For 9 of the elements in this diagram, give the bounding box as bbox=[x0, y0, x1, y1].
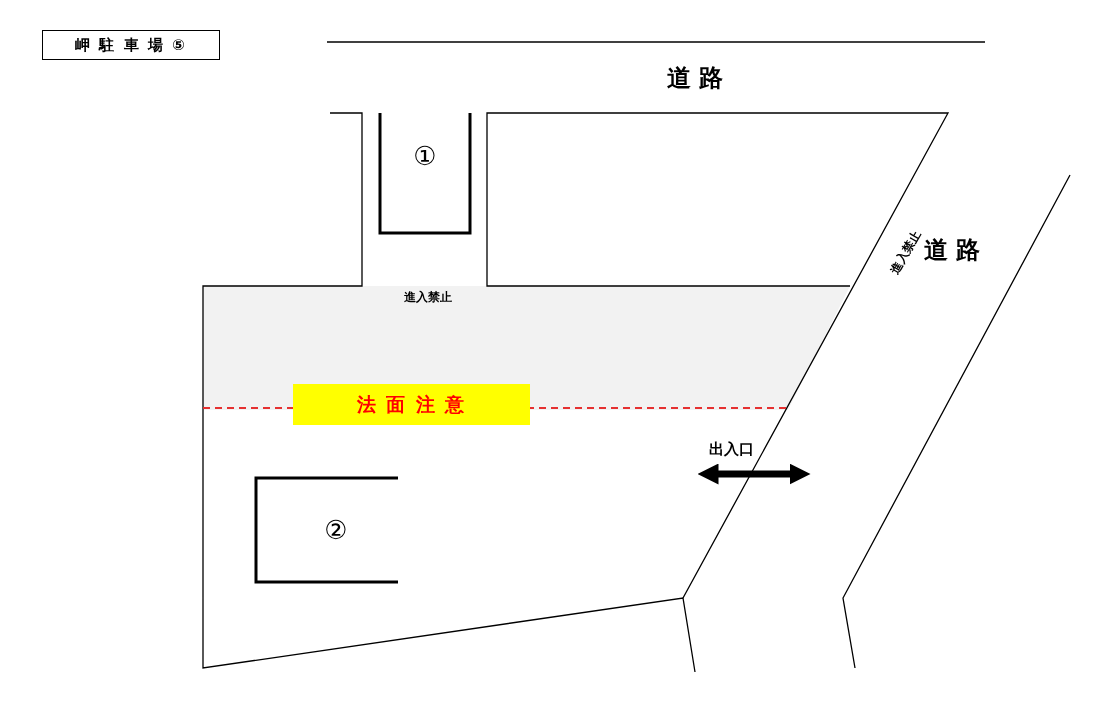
road-label: 道 路 bbox=[666, 66, 724, 90]
no-entry-label: 進入禁止 bbox=[888, 228, 924, 276]
warning-box: 法 面 注 意 bbox=[293, 384, 530, 425]
road-label: 道 路 bbox=[923, 238, 981, 262]
space-number: ① bbox=[413, 143, 437, 169]
no-entry-label: 進入禁止 bbox=[404, 291, 452, 303]
title-box: 岬 駐 車 場 ⑤ bbox=[42, 30, 220, 60]
space-number: ② bbox=[324, 517, 348, 543]
entrance-label: 出入口 bbox=[708, 441, 754, 457]
